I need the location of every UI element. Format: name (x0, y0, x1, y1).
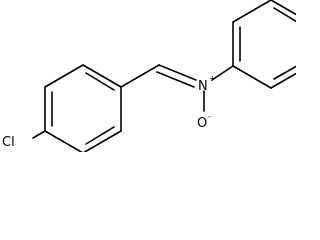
ring2-bond-2 (232, 0, 272, 23)
c-cl-bond (32, 130, 46, 139)
chlorophenyl-ring (44, 64, 122, 152)
ch-n-bond-a (158, 64, 197, 81)
nitrogen-charge: + (209, 74, 216, 83)
ring2-bond-3 (270, 0, 296, 16)
ring2-bond-5 (270, 72, 296, 89)
ring1-bond-5 (44, 130, 83, 152)
chemical-structure: Cl N + O - (2, 0, 296, 152)
ring1-double-2 (85, 72, 115, 91)
ring2-double-2 (273, 7, 296, 23)
phenyl-ring (232, 0, 296, 89)
ring2-double-3 (273, 65, 296, 80)
nitrogen-label: N (198, 79, 208, 94)
ring1-double-3 (85, 126, 115, 145)
chlorine-label: Cl (2, 135, 15, 150)
ring1-bond-2 (82, 64, 122, 88)
n-phenyl-bond (211, 65, 234, 81)
oxygen-label: O (197, 116, 207, 131)
imine-double-bond (156, 64, 197, 88)
ring2-bond-6 (232, 65, 272, 89)
ch-n-bond-b (156, 71, 195, 88)
ring-ch-bond (120, 64, 160, 88)
ring1-bond-4 (83, 130, 122, 152)
oxygen-charge: - (208, 112, 211, 121)
ring1-bond-1 (44, 64, 84, 88)
